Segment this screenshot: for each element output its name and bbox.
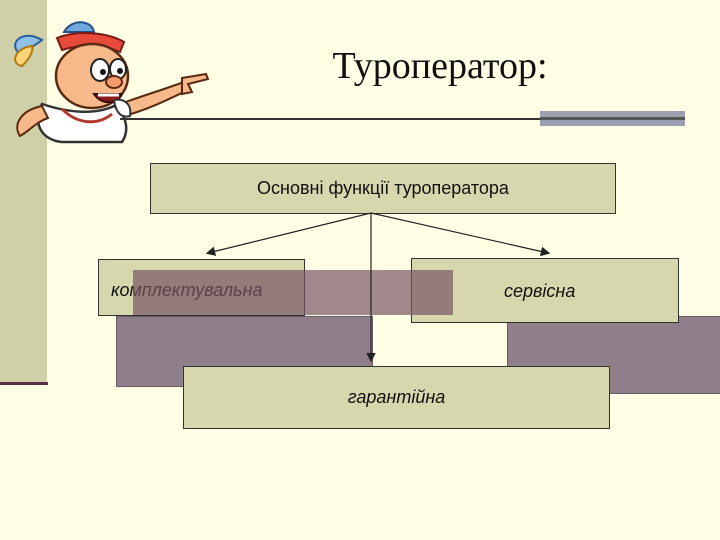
left-band-rule — [0, 382, 48, 385]
arrow-to-servis — [370, 212, 551, 257]
cartoon-man-pointing-icon — [14, 21, 210, 144]
arrow-to-komplekt — [205, 212, 372, 256]
overlap-shade — [133, 270, 453, 315]
title-underline-accent-line — [540, 117, 685, 120]
title-underline — [120, 118, 685, 120]
slide-title: Туроператор: — [332, 45, 548, 87]
